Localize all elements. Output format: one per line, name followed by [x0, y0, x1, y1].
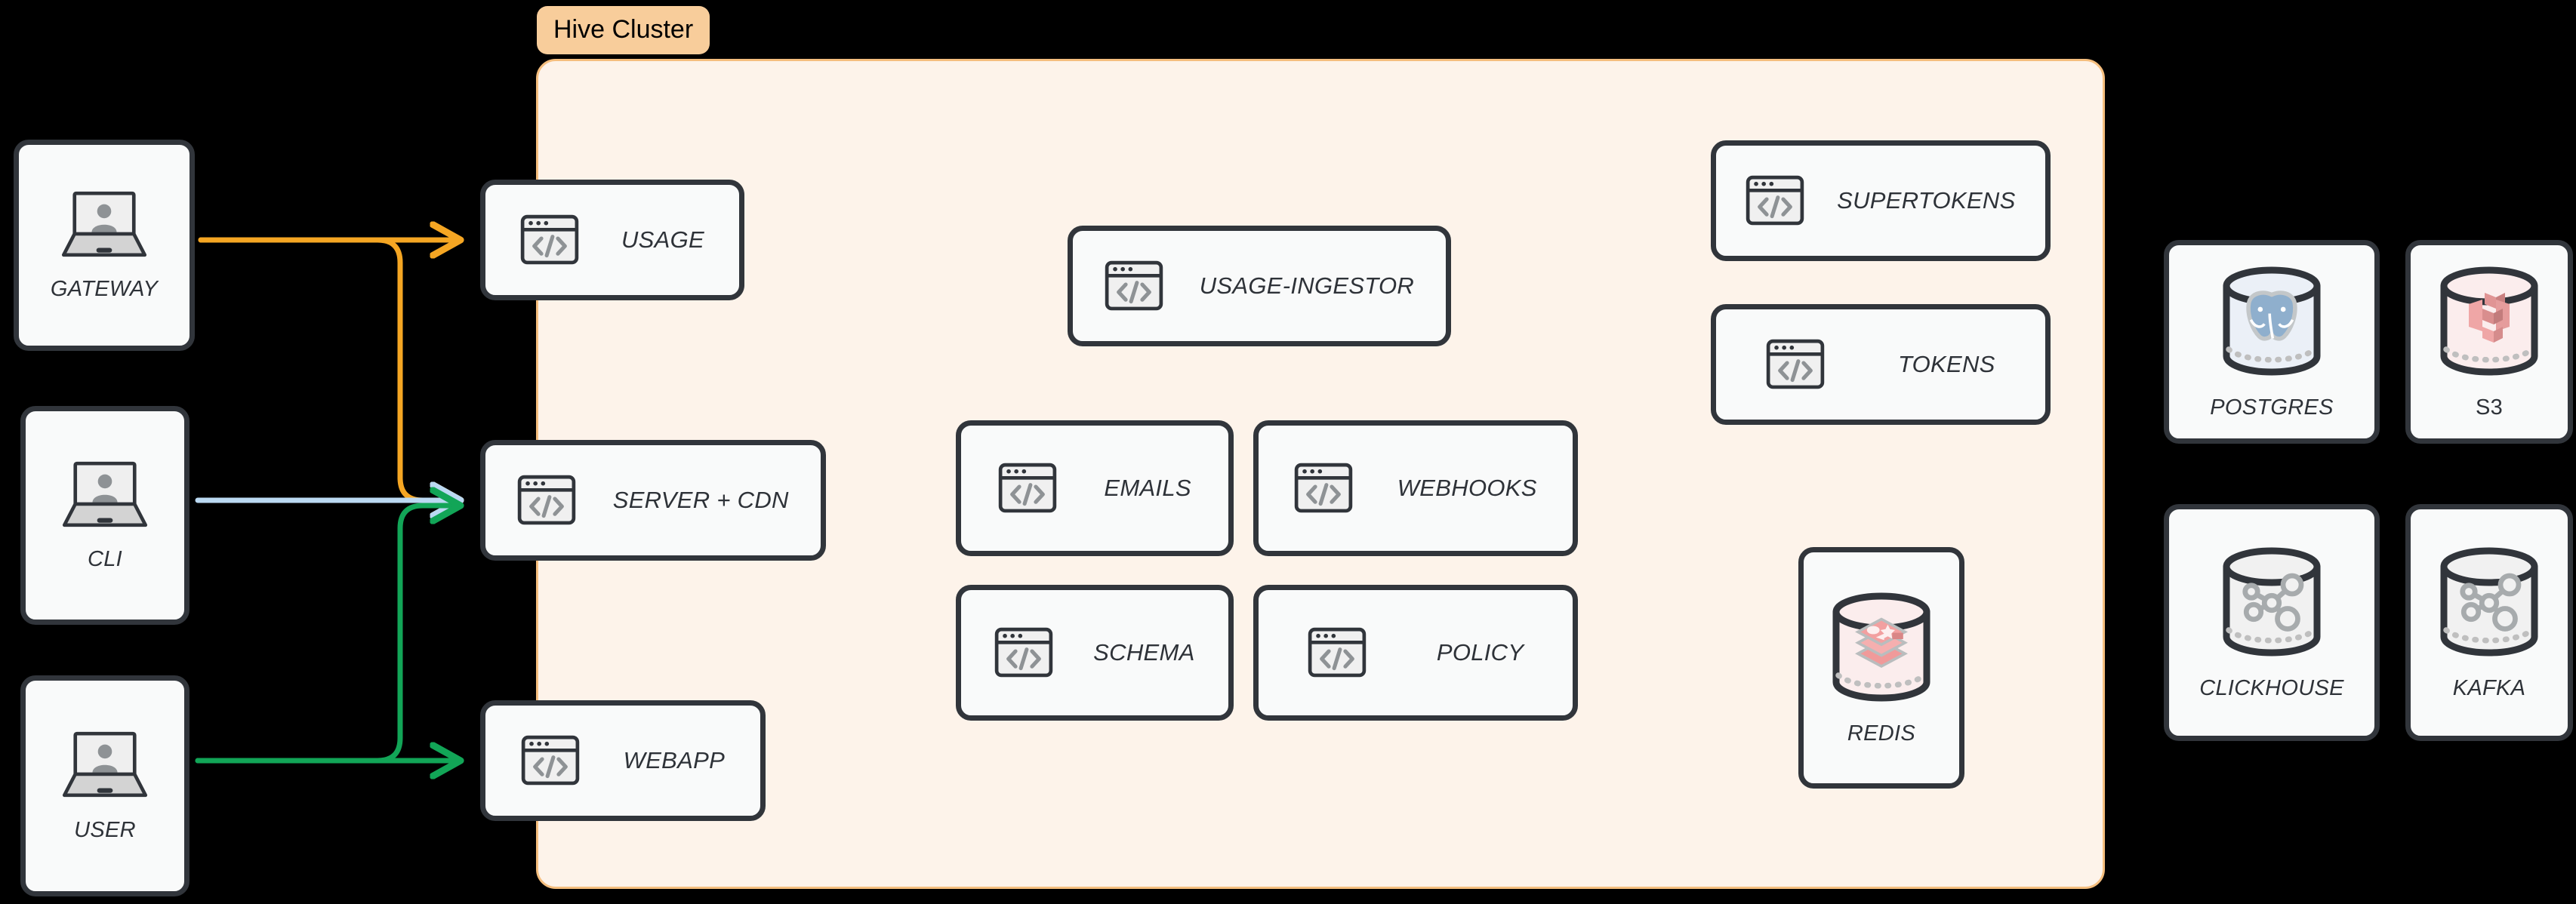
service-node-server-cdn[interactable]: SERVER + CDN: [480, 440, 826, 561]
store-node-label: REDIS: [1847, 721, 1916, 746]
code-window-icon: [520, 214, 579, 265]
store-node-label: CLICKHOUSE: [2199, 676, 2344, 701]
service-node-label: USAGE: [621, 226, 704, 253]
service-node-label: POLICY: [1436, 639, 1524, 666]
wire-gateway-to-server-cdn: [198, 237, 458, 500]
store-node-label: KAFKA: [2452, 676, 2526, 701]
network-cylinder-icon: [2215, 544, 2328, 663]
service-node-policy[interactable]: POLICY: [1253, 585, 1578, 721]
code-window-icon: [995, 628, 1053, 678]
hive-cluster-badge: Hive Cluster: [537, 6, 710, 54]
wire-user-to-server-cdn: [195, 506, 458, 764]
service-node-tokens[interactable]: TOKENS: [1711, 304, 2051, 425]
code-window-icon: [1294, 463, 1353, 513]
code-window-icon: [994, 627, 1053, 678]
code-window-icon: [521, 736, 580, 786]
network-cylinder-icon: [2433, 544, 2546, 663]
client-node-cli[interactable]: CLI: [20, 406, 190, 625]
service-node-emails[interactable]: EMAILS: [956, 420, 1234, 556]
laptop-user-icon: [61, 191, 147, 257]
store-node-clickhouse[interactable]: CLICKHOUSE: [2164, 504, 2380, 741]
code-window-icon: [1105, 261, 1163, 311]
code-window-icon: [1295, 463, 1353, 513]
code-window-icon: [1746, 176, 1804, 226]
service-node-label: WEBAPP: [623, 747, 726, 773]
service-node-supertokens[interactable]: SUPERTOKENS: [1711, 140, 2051, 261]
service-node-label: SUPERTOKENS: [1837, 187, 2016, 214]
laptop-user-icon: [57, 189, 151, 263]
service-node-label: SCHEMA: [1093, 639, 1195, 666]
service-node-label: WEBHOOKS: [1397, 475, 1537, 501]
code-window-icon: [521, 735, 580, 786]
client-node-label: CLI: [87, 547, 123, 572]
service-node-usage[interactable]: USAGE: [480, 180, 744, 300]
store-node-kafka[interactable]: KAFKA: [2405, 504, 2573, 741]
redis-cylinder-icon: [1825, 589, 1938, 709]
code-window-icon: [1766, 339, 1825, 389]
code-window-icon: [517, 475, 576, 525]
code-window-icon: [1746, 175, 1804, 226]
service-node-label: USAGE-INGESTOR: [1199, 272, 1415, 299]
postgres-cylinder-icon: [2215, 263, 2328, 383]
service-node-label: SERVER + CDN: [612, 487, 789, 513]
code-window-icon: [1767, 340, 1825, 389]
service-node-label: TOKENS: [1897, 351, 1995, 377]
code-window-icon: [1308, 627, 1367, 678]
service-node-webhooks[interactable]: WEBHOOKS: [1253, 420, 1578, 556]
store-node-s3[interactable]: S3: [2405, 240, 2573, 444]
client-node-user[interactable]: USER: [20, 675, 190, 896]
laptop-user-icon: [62, 732, 148, 798]
store-node-label: S3: [2475, 395, 2504, 420]
service-node-schema[interactable]: SCHEMA: [956, 585, 1234, 721]
code-window-icon: [1308, 628, 1366, 678]
code-window-icon: [520, 215, 579, 265]
code-window-icon: [518, 475, 576, 525]
client-node-label: GATEWAY: [50, 277, 159, 302]
client-node-label: USER: [74, 817, 136, 842]
service-node-webapp[interactable]: WEBAPP: [480, 700, 766, 821]
service-node-usage-ingestor[interactable]: USAGE-INGESTOR: [1068, 226, 1451, 346]
store-node-postgres[interactable]: POSTGRES: [2164, 240, 2380, 444]
code-window-icon: [1105, 260, 1163, 311]
service-node-label: EMAILS: [1104, 475, 1191, 501]
code-window-icon: [998, 463, 1057, 513]
code-window-icon: [998, 463, 1057, 513]
laptop-user-icon: [62, 461, 148, 527]
laptop-user-icon: [58, 459, 152, 533]
store-node-redis[interactable]: REDIS: [1798, 547, 1964, 789]
store-node-label: POSTGRES: [2210, 395, 2334, 420]
client-node-gateway[interactable]: GATEWAY: [14, 140, 195, 351]
s3-cylinder-icon: [2433, 263, 2546, 383]
laptop-user-icon: [58, 729, 152, 804]
